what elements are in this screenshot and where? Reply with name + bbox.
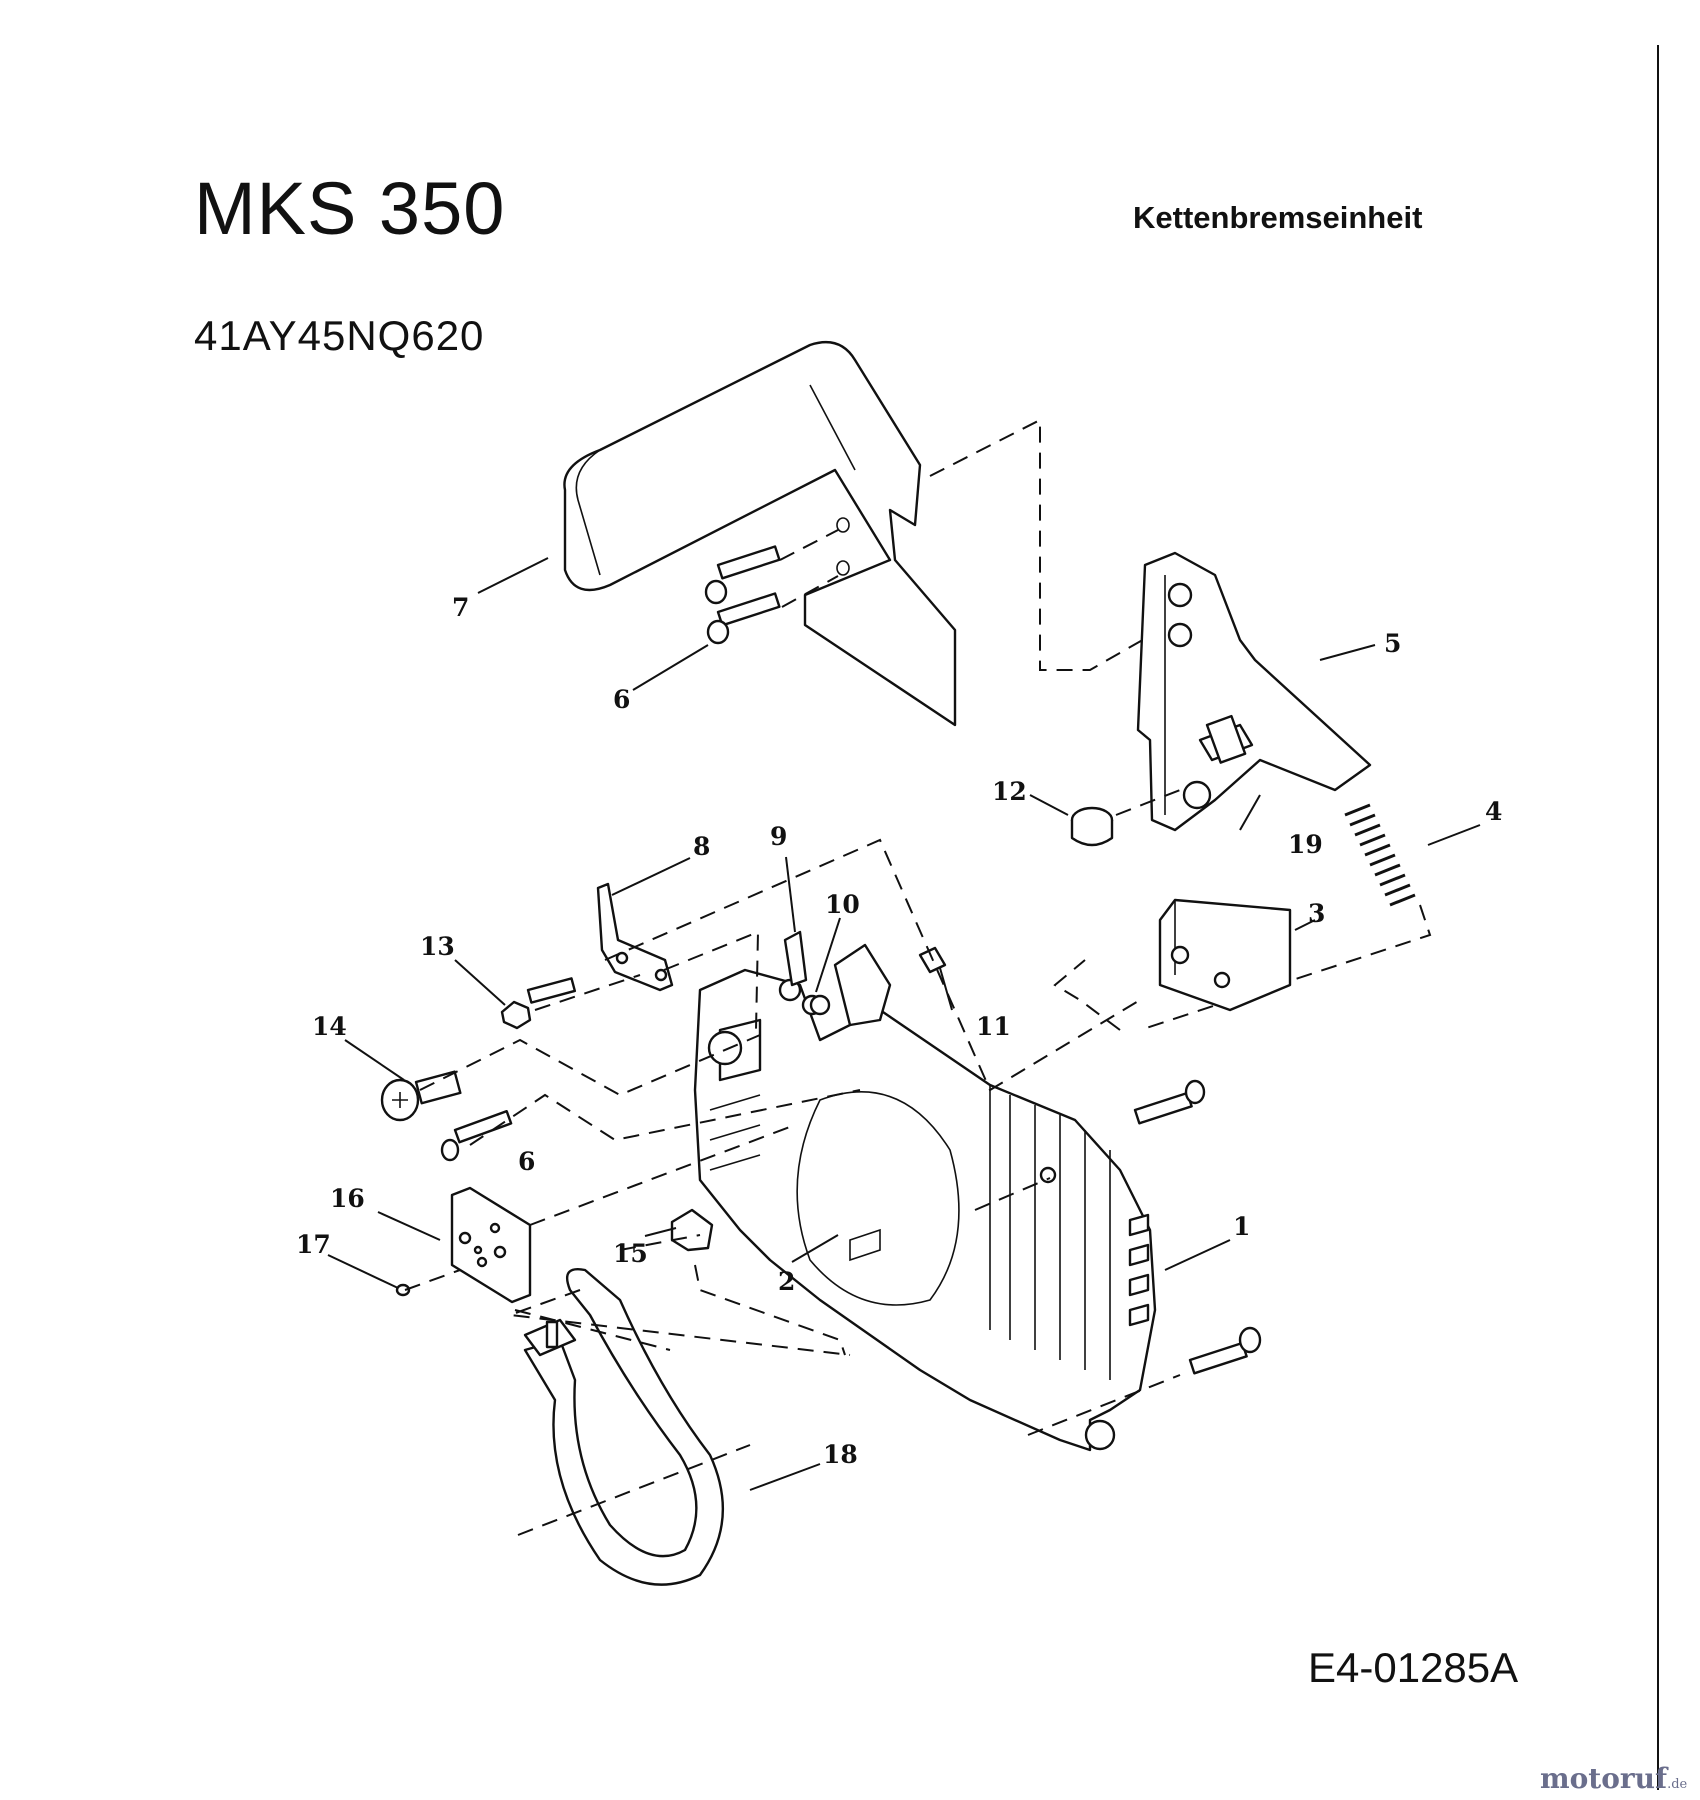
part-number: 41AY45NQ620	[194, 312, 485, 359]
callout-15: 15	[613, 1239, 648, 1268]
callout-1: 1	[1233, 1212, 1250, 1241]
housing-screw-upper	[1133, 1079, 1206, 1125]
callout-6-upper: 6	[613, 685, 630, 714]
part-17-screw	[395, 1283, 411, 1297]
part-5-brake-lever	[1136, 551, 1372, 832]
part-9-lever	[783, 930, 808, 987]
callout-16: 16	[330, 1184, 365, 1213]
callout-4: 4	[1485, 797, 1502, 826]
callout-5: 5	[1384, 629, 1401, 658]
part-12-bushing	[1070, 806, 1114, 847]
section-title: Kettenbremseinheit	[1133, 200, 1423, 235]
part-6-screw-lower	[440, 1109, 513, 1162]
brand-watermark: motoruf.de	[1540, 1762, 1687, 1795]
brand-name: motoruf	[1540, 1762, 1668, 1795]
part-16-plate	[450, 1186, 532, 1304]
callout-leader-lines	[327, 557, 1481, 1491]
model-title: MKS 350	[194, 167, 506, 250]
assembly-dashed-lines	[404, 838, 1181, 1536]
brand-tld: .de	[1667, 1777, 1688, 1792]
part-13-screw	[500, 977, 577, 1030]
callout-9: 9	[770, 822, 787, 851]
part-10-bolt	[809, 994, 831, 1016]
callout-7: 7	[452, 593, 469, 622]
callout-2: 2	[778, 1267, 795, 1296]
callout-12: 12	[992, 777, 1027, 806]
callout-8: 8	[693, 832, 710, 861]
part-4-spring	[1344, 803, 1416, 907]
part-8-plate	[596, 882, 674, 992]
callout-13: 13	[420, 932, 455, 961]
callout-11: 11	[976, 1012, 1011, 1041]
part-3-buffer-block	[1158, 898, 1292, 1012]
callout-18: 18	[823, 1440, 858, 1469]
callout-10: 10	[825, 890, 860, 919]
callout-14: 14	[312, 1012, 347, 1041]
callout-3: 3	[1308, 899, 1325, 928]
callout-17: 17	[296, 1230, 331, 1259]
housing-screw-lower	[1188, 1326, 1262, 1375]
part-6-screws-upper	[704, 529, 839, 645]
callout-6-lower: 6	[518, 1147, 535, 1176]
part-7-hand-guard	[563, 340, 957, 727]
callout-19: 19	[1288, 830, 1323, 859]
part-19-pin	[1205, 714, 1247, 764]
part-14-shoulder-screw	[380, 1070, 462, 1122]
part-1-sprocket-cover	[693, 943, 1157, 1452]
part-15-block	[670, 1208, 714, 1252]
part-18-brake-band	[523, 1268, 725, 1586]
drawing-id: E4-01285A	[1308, 1644, 1519, 1691]
